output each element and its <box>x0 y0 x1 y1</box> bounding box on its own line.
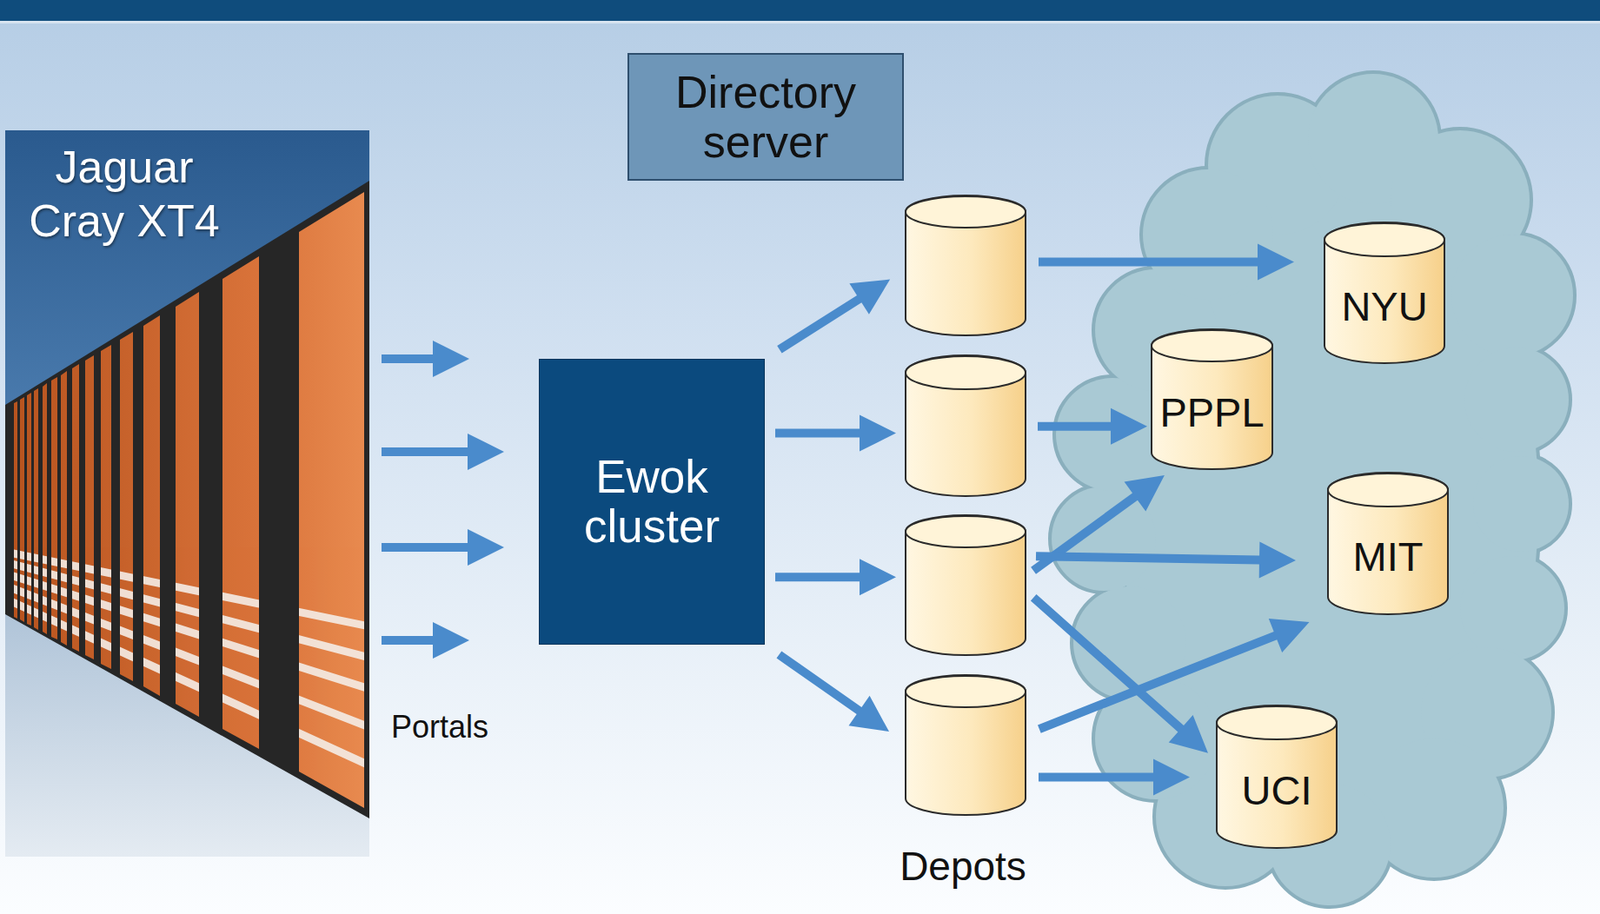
flow-arrow <box>776 279 890 354</box>
flow-arrow <box>381 340 470 378</box>
cylinder-body <box>1327 472 1448 615</box>
interface-label: Portals <box>391 709 489 746</box>
server-box: Directory server <box>627 53 904 181</box>
node-label: Directory server <box>657 67 875 166</box>
cylinder-body <box>905 515 1026 656</box>
group-label: Depots <box>876 843 1050 890</box>
node-label: NYU <box>1341 284 1428 330</box>
cylinder-top <box>905 196 1026 228</box>
stripe <box>5 551 370 627</box>
cylinder-top <box>905 356 1026 390</box>
flow-arrow <box>1035 541 1296 578</box>
depot-cylinder <box>904 355 1027 498</box>
site-cylinder: UCI <box>1215 705 1338 850</box>
cylinder-body <box>905 355 1026 497</box>
depot-cylinder <box>904 515 1027 657</box>
flow-arrow <box>775 415 897 452</box>
cylinder-top <box>1324 223 1445 257</box>
cloud-part <box>1142 169 1274 300</box>
cloud-part <box>1473 456 1569 552</box>
cloud-part <box>1460 556 1565 661</box>
node-label: UCI <box>1241 768 1313 814</box>
top-bar <box>0 0 1600 24</box>
node-label: Ewok cluster <box>558 452 746 551</box>
panel-ground <box>5 130 370 857</box>
cylinder-shape <box>904 195 1027 337</box>
cluster-box: Ewok cluster <box>538 358 765 645</box>
cylinder-top <box>905 676 1026 708</box>
cylinder-body <box>1324 222 1445 364</box>
cloud-part <box>1460 556 1565 661</box>
rack-row <box>5 180 370 819</box>
site-cylinder: NYU <box>1323 222 1446 365</box>
stripe <box>5 562 370 658</box>
depot-cylinder <box>904 675 1027 817</box>
flow-arrow <box>776 650 890 732</box>
cylinder-body <box>905 675 1026 816</box>
cloud-part <box>1451 234 1574 357</box>
site-cylinder: PPPL <box>1150 329 1274 471</box>
cylinder-shape <box>904 675 1027 817</box>
flow-arrow <box>775 558 897 596</box>
cylinder-top <box>1151 330 1273 362</box>
node-label: MIT <box>1353 534 1424 580</box>
cloud-part <box>1473 456 1569 552</box>
cylinder-shape <box>904 355 1027 498</box>
flow-arrow <box>1038 759 1190 797</box>
node-label: Jaguar Cray XT4 <box>15 140 233 249</box>
cabinet-doors <box>13 192 365 809</box>
cylinder-top <box>1216 706 1337 740</box>
flow-arrow <box>381 433 505 471</box>
cloud-part <box>1464 347 1569 452</box>
flow-arrow <box>1037 408 1148 445</box>
cylinder-top <box>905 516 1026 548</box>
cylinder-body <box>1216 705 1337 849</box>
cloud-part <box>1142 169 1274 300</box>
flow-arrow <box>381 529 505 566</box>
cylinder-body <box>1151 329 1273 470</box>
site-cylinder: MIT <box>1327 472 1449 616</box>
stripe <box>5 598 370 766</box>
cabinet-stripes <box>5 551 370 766</box>
cylinder-shape <box>904 515 1027 657</box>
cloud-part <box>1451 234 1574 357</box>
flow-arrow <box>1038 244 1295 281</box>
cylinder-top <box>1327 473 1448 507</box>
node-label: PPPL <box>1159 390 1264 436</box>
flow-arrow <box>381 622 470 659</box>
depot-cylinder <box>904 195 1027 337</box>
cylinder-body <box>905 195 1026 336</box>
stripe <box>5 585 370 728</box>
computer-panel: Jaguar Cray XT4 <box>5 130 370 857</box>
cloud-part <box>1464 347 1569 452</box>
stripe <box>5 573 370 690</box>
